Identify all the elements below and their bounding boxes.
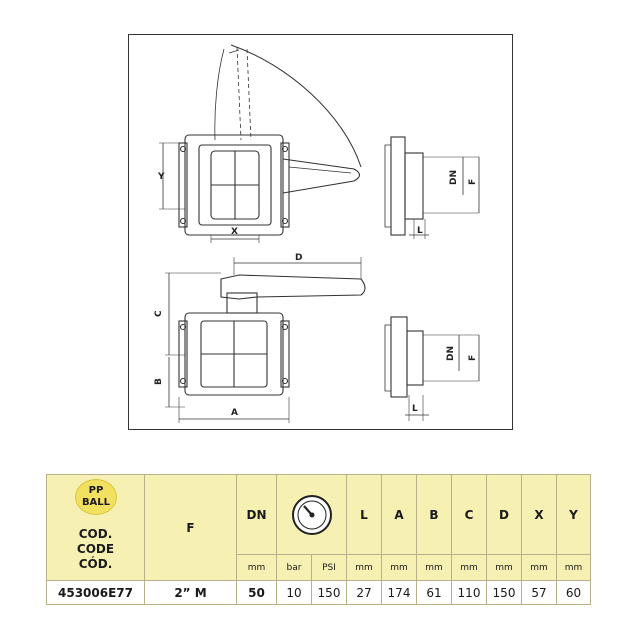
unit-dn: mm [236, 554, 277, 581]
dim-f-top-label: F [468, 179, 478, 185]
dim-y-label: Y [157, 172, 165, 182]
col-l-header: L [346, 474, 382, 555]
col-f-header: F [144, 474, 237, 581]
dim-a-label: A [231, 408, 238, 418]
unit-y: mm [556, 554, 591, 581]
unit-b: mm [416, 554, 452, 581]
dim-l-top-label: L [417, 226, 423, 236]
col-a-header: A [381, 474, 417, 555]
valve-bottom-side-view [384, 316, 480, 421]
code-label-1: COD. [78, 527, 113, 541]
cell-psi: 150 [311, 580, 347, 605]
code-header-cell: PP BALL COD. CODE CÓD. [46, 474, 145, 581]
table-row: 453006E77 2” M 50 10 150 27 174 61 110 1… [46, 580, 591, 605]
cell-dn: 50 [236, 580, 277, 605]
technical-drawing: Y X DN F L [128, 34, 513, 430]
badge-line2: BALL [81, 497, 111, 508]
code-label-3: CÓD. [78, 557, 113, 571]
dim-d-label: D [295, 253, 302, 263]
dim-x-label: X [231, 227, 238, 237]
code-labels: COD. CODE CÓD. [48, 527, 144, 572]
unit-x: mm [521, 554, 557, 581]
unit-c: mm [451, 554, 487, 581]
pp-ball-badge: PP BALL [75, 479, 117, 515]
cell-y: 60 [556, 580, 591, 605]
col-x-header: X [521, 474, 557, 555]
unit-l: mm [346, 554, 382, 581]
badge-line1: PP [88, 485, 104, 496]
cell-bar: 10 [276, 580, 312, 605]
valve-top-view [159, 44, 362, 243]
unit-bar: bar [276, 554, 312, 581]
pressure-gauge-icon [291, 494, 332, 535]
spec-table: PP BALL COD. CODE CÓD. F DN L A B [46, 474, 591, 605]
unit-psi: PSI [311, 554, 347, 581]
col-y-header: Y [556, 474, 591, 555]
code-label-2: CODE [76, 542, 115, 556]
valve-drawing-svg: Y X DN F L [154, 44, 480, 423]
pressure-gauge-header [276, 474, 347, 555]
col-c-header: C [451, 474, 487, 555]
dim-c-label: C [154, 310, 164, 317]
unit-a: mm [381, 554, 417, 581]
cell-c: 110 [451, 580, 487, 605]
col-b-header: B [416, 474, 452, 555]
dim-f-bottom-label: F [468, 355, 478, 361]
col-dn-header: DN [236, 474, 277, 555]
unit-d: mm [486, 554, 522, 581]
cell-x: 57 [521, 580, 557, 605]
cell-b: 61 [416, 580, 452, 605]
dim-dn-bottom-label: DN [446, 346, 456, 361]
cell-f: 2” M [144, 580, 237, 605]
cell-code: 453006E77 [46, 580, 145, 605]
valve-top-side-view [384, 136, 480, 239]
dim-dn-top-label: DN [449, 170, 459, 185]
dim-l-bottom-label: L [412, 404, 418, 414]
col-d-header: D [486, 474, 522, 555]
dim-b-label: B [154, 378, 164, 385]
valve-front-view [165, 257, 366, 423]
cell-d: 150 [486, 580, 522, 605]
cell-l: 27 [346, 580, 382, 605]
cell-a: 174 [381, 580, 417, 605]
